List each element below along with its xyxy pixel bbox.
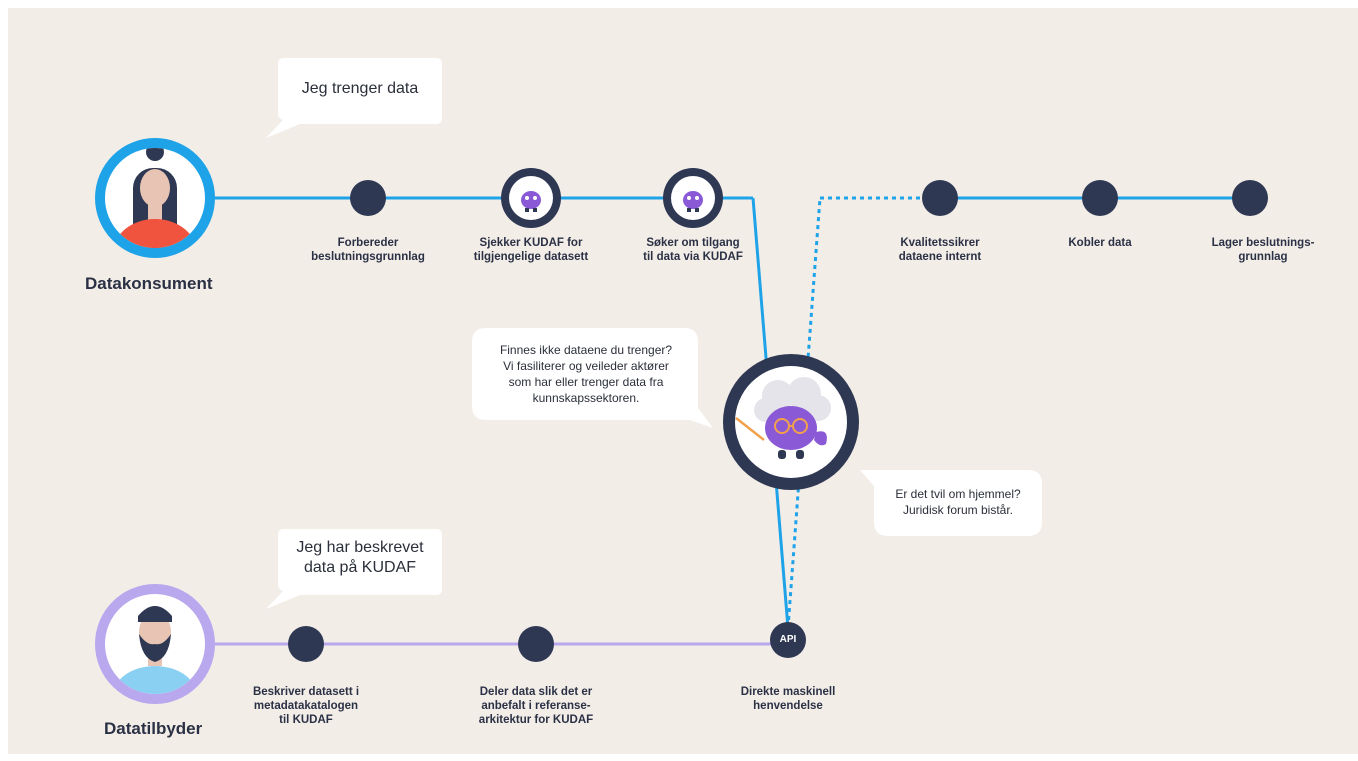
api-badge-text: API bbox=[779, 634, 797, 645]
consumer-step-6-node bbox=[1232, 180, 1268, 216]
diagram-canvas: Jeg trenger data Jeg har beskrevet data … bbox=[8, 8, 1358, 754]
api-node bbox=[770, 622, 806, 658]
provider-label: Datatilbyder bbox=[104, 719, 203, 738]
consumer-speech-text: Jeg trenger data bbox=[301, 80, 419, 97]
consumer-step-3-node bbox=[663, 168, 723, 228]
consumer-step-4-node bbox=[922, 180, 958, 216]
consumer-step-4-label: Kvalitetssikrer dataene internt bbox=[898, 237, 982, 263]
provider-speech-bubble bbox=[266, 529, 442, 609]
provider-avatar bbox=[95, 584, 215, 704]
center-left-speech-text: Finnes ikke dataene du trenger? Vi fasil… bbox=[499, 343, 673, 405]
consumer-step-2-node bbox=[501, 168, 561, 228]
provider-speech-text: Jeg har beskrevet data på KUDAF bbox=[296, 539, 424, 576]
consumer-step-3-label: Søker om tilgang til data via KUDAF bbox=[643, 237, 743, 263]
provider-step-3-label: Direkte maskinell henvendelse bbox=[740, 686, 836, 712]
consumer-step-6-label: Lager beslutnings- grunnlag bbox=[1211, 237, 1315, 263]
consumer-step-1-label: Forbereder beslutningsgrunnlag bbox=[311, 237, 425, 263]
consumer-step-2-label: Sjekker KUDAF for tilgjengelige datasett bbox=[473, 237, 589, 263]
consumer-step-5-node bbox=[1082, 180, 1118, 216]
provider-step-1-node bbox=[288, 626, 324, 662]
center-right-speech-text: Er det tvil om hjemmel? Juridisk forum b… bbox=[895, 487, 1021, 517]
consumer-speech-bubble bbox=[266, 58, 442, 138]
consumer-step-1-node bbox=[350, 180, 386, 216]
center-right-speech-bubble bbox=[860, 470, 1042, 536]
consumer-step-5-label: Kobler data bbox=[1068, 237, 1132, 249]
center-mascot bbox=[723, 354, 859, 490]
provider-step-2-label: Deler data slik det er anbefalt i refera… bbox=[478, 686, 594, 726]
diagram-svg bbox=[95, 58, 1268, 704]
center-left-speech-bubble bbox=[472, 328, 713, 428]
provider-step-2-node bbox=[518, 626, 554, 662]
consumer-label: Datakonsument bbox=[85, 274, 213, 293]
consumer-avatar bbox=[95, 138, 215, 258]
provider-step-1-label: Beskriver datasett i metadatakatalogen t… bbox=[252, 686, 360, 726]
